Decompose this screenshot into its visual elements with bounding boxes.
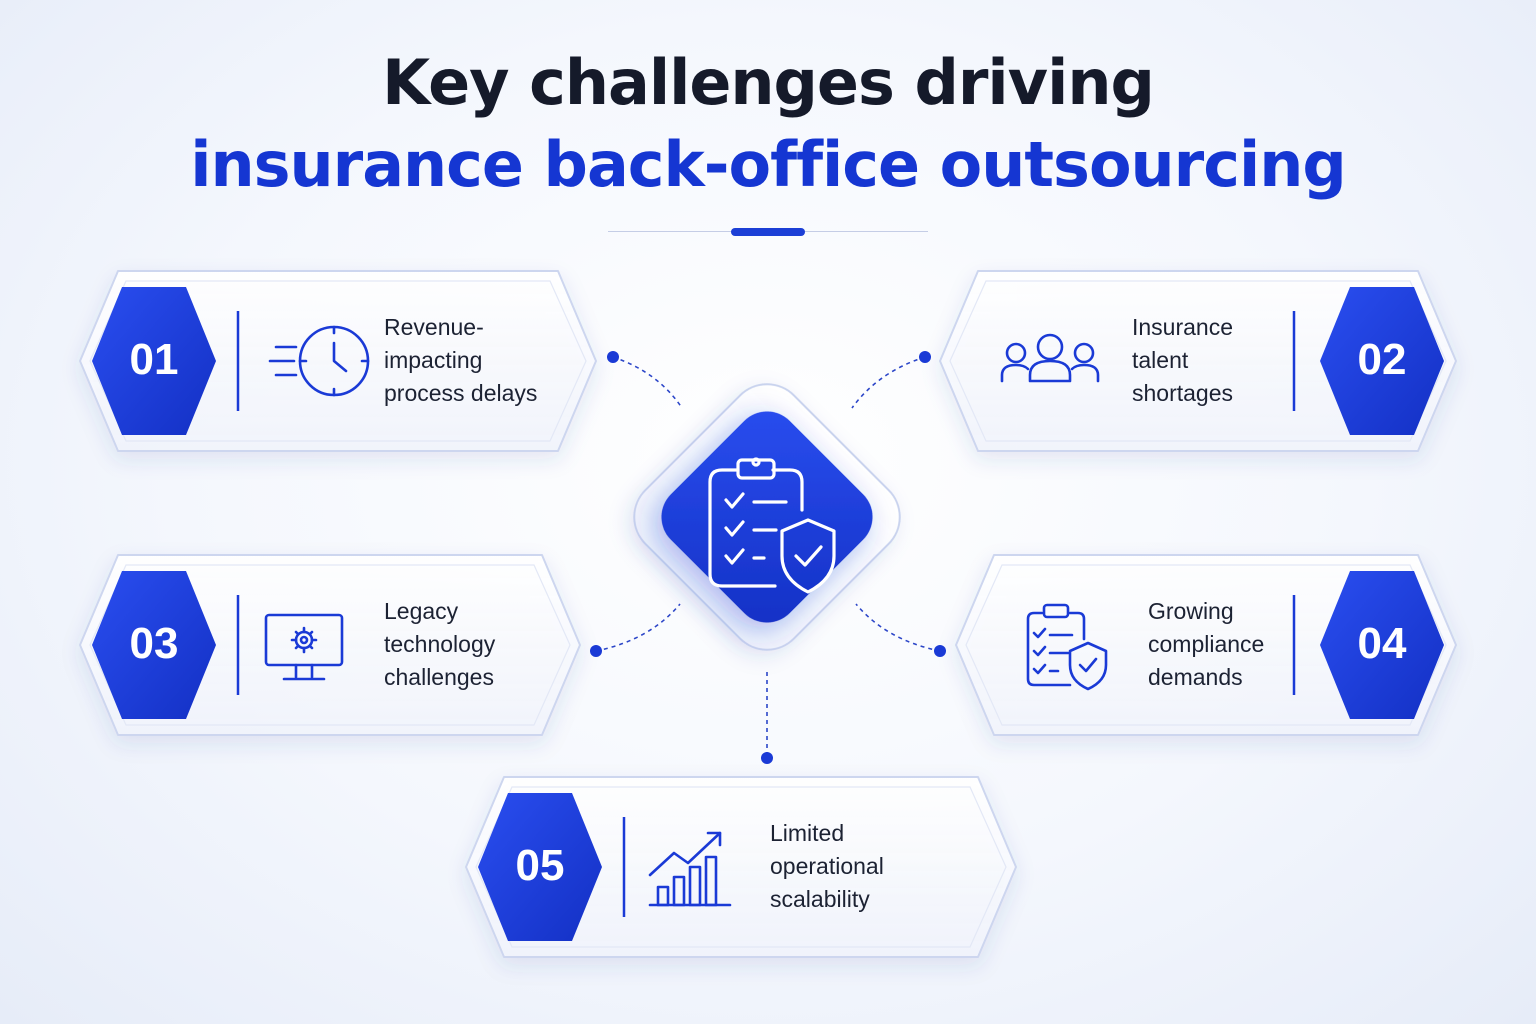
card-label-line: technology xyxy=(384,631,496,657)
card-label-line: challenges xyxy=(384,664,494,690)
number-badge xyxy=(478,793,602,941)
card-label: Limited operational scalability xyxy=(770,817,884,916)
challenge-card-01 xyxy=(79,270,597,452)
card-label-line: Insurance xyxy=(1132,314,1234,340)
clock-icon xyxy=(268,325,370,397)
card-number: 02 xyxy=(1357,335,1407,384)
center-diamond xyxy=(633,383,901,651)
challenge-card-03 xyxy=(79,554,581,736)
card-number: 01 xyxy=(129,335,179,384)
number-badge xyxy=(1320,571,1444,719)
connector-lines xyxy=(595,356,941,758)
card-label-line: impacting xyxy=(384,347,483,373)
title-divider-accent xyxy=(731,228,805,236)
card-label-line: Revenue- xyxy=(384,314,484,340)
challenge-card-05 xyxy=(465,776,1017,958)
card-number: 03 xyxy=(129,619,179,668)
clipboard-shield-icon xyxy=(1026,603,1108,691)
title-line-2: insurance back-office outsourcing xyxy=(190,128,1347,201)
card-label: Insurance talent shortages xyxy=(1132,311,1233,410)
card-label: Revenue-impacting process delays xyxy=(384,311,537,410)
connector-dots xyxy=(590,351,946,764)
card-label: Growing compliance demands xyxy=(1148,595,1264,694)
number-badge xyxy=(92,571,216,719)
card-label-line: Growing xyxy=(1148,598,1234,624)
monitor-gear-icon xyxy=(264,613,344,681)
title-line-1: Key challenges driving xyxy=(382,46,1155,119)
card-label-line: scalability xyxy=(770,886,870,912)
card-number: 04 xyxy=(1357,619,1407,668)
card-label-line: operational xyxy=(770,853,884,879)
card-number: 05 xyxy=(515,841,565,890)
challenge-card-04 xyxy=(955,554,1457,736)
clipboard-shield-icon xyxy=(708,457,836,594)
card-label-line: process delays xyxy=(384,380,538,406)
card-label-line: compliance xyxy=(1148,631,1265,657)
card-label-line: shortages xyxy=(1132,380,1234,406)
card-label: Legacy technology challenges xyxy=(384,595,495,694)
card-label-line: Limited xyxy=(770,820,845,846)
card-label-line: talent xyxy=(1132,347,1189,373)
card-label-line: Legacy xyxy=(384,598,459,624)
growth-chart-icon xyxy=(648,831,732,907)
card-label-line: demands xyxy=(1148,664,1243,690)
number-badge xyxy=(92,287,216,435)
number-badge xyxy=(1320,287,1444,435)
challenge-card-02 xyxy=(939,270,1457,452)
people-icon xyxy=(1000,333,1100,383)
